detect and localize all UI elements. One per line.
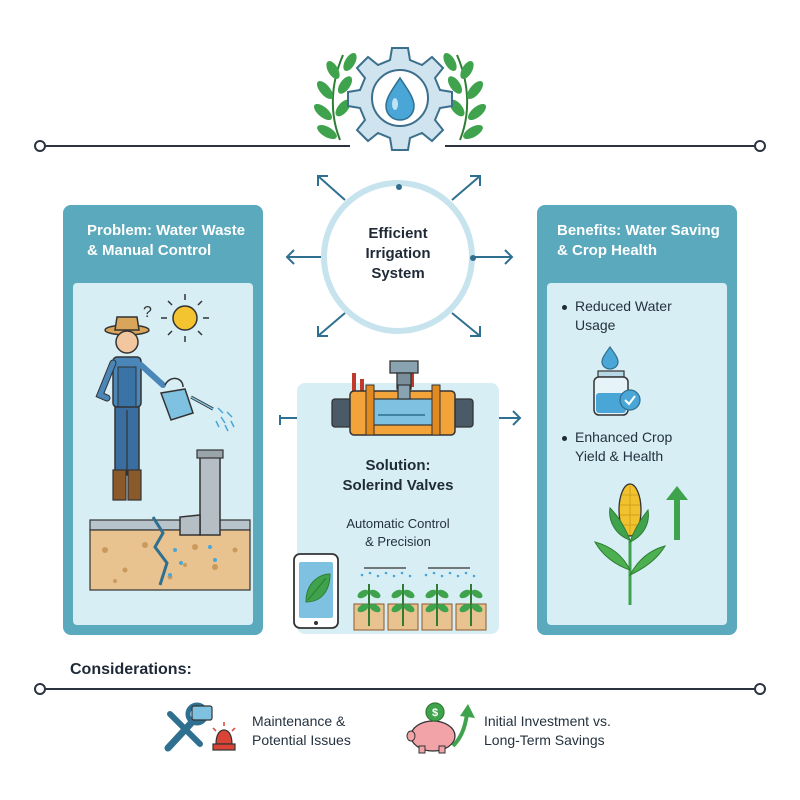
considerations-heading: Considerations: (70, 661, 192, 678)
svg-text:$: $ (432, 707, 438, 719)
smartphone-leaf-icon (293, 553, 339, 629)
water-jar-icon (593, 345, 641, 416)
sprinkler-plants-icon (353, 567, 487, 631)
consideration-maintenance: Maintenance & Potential Issues (252, 713, 351, 748)
center-title: Efficient Irrigation System (365, 225, 431, 282)
gear-water-drop-icon (313, 47, 487, 151)
tools-alarm-icon (164, 702, 236, 752)
circle-dot-right (470, 255, 476, 261)
svg-text:?: ? (143, 304, 152, 321)
benefit-item-reduced-water: Reduced Water Usage (562, 297, 672, 335)
solution-title: Solution: Solerind Valves (342, 457, 454, 494)
watering-can-icon (159, 377, 235, 432)
farmer-watering-illustration: ? (89, 294, 251, 591)
consideration-investment: Initial Investment vs. Long-Term Savings (484, 713, 611, 748)
solenoid-valve-icon (331, 360, 474, 436)
benefits-title: Benefits: Water Saving & Crop Health (557, 222, 720, 259)
center-circle: Efficient Irrigation System (321, 180, 476, 334)
circle-dot-top (396, 184, 402, 190)
corn-growth-icon (594, 483, 688, 605)
benefit-item-enhanced-crop: Enhanced Crop Yield & Health (562, 428, 672, 466)
problem-title: Problem: Water Waste & Manual Control (87, 222, 246, 259)
sun-icon (161, 294, 209, 342)
piggy-bank-icon: $ (406, 702, 475, 754)
solution-subtitle: Automatic Control & Precision (346, 516, 450, 549)
